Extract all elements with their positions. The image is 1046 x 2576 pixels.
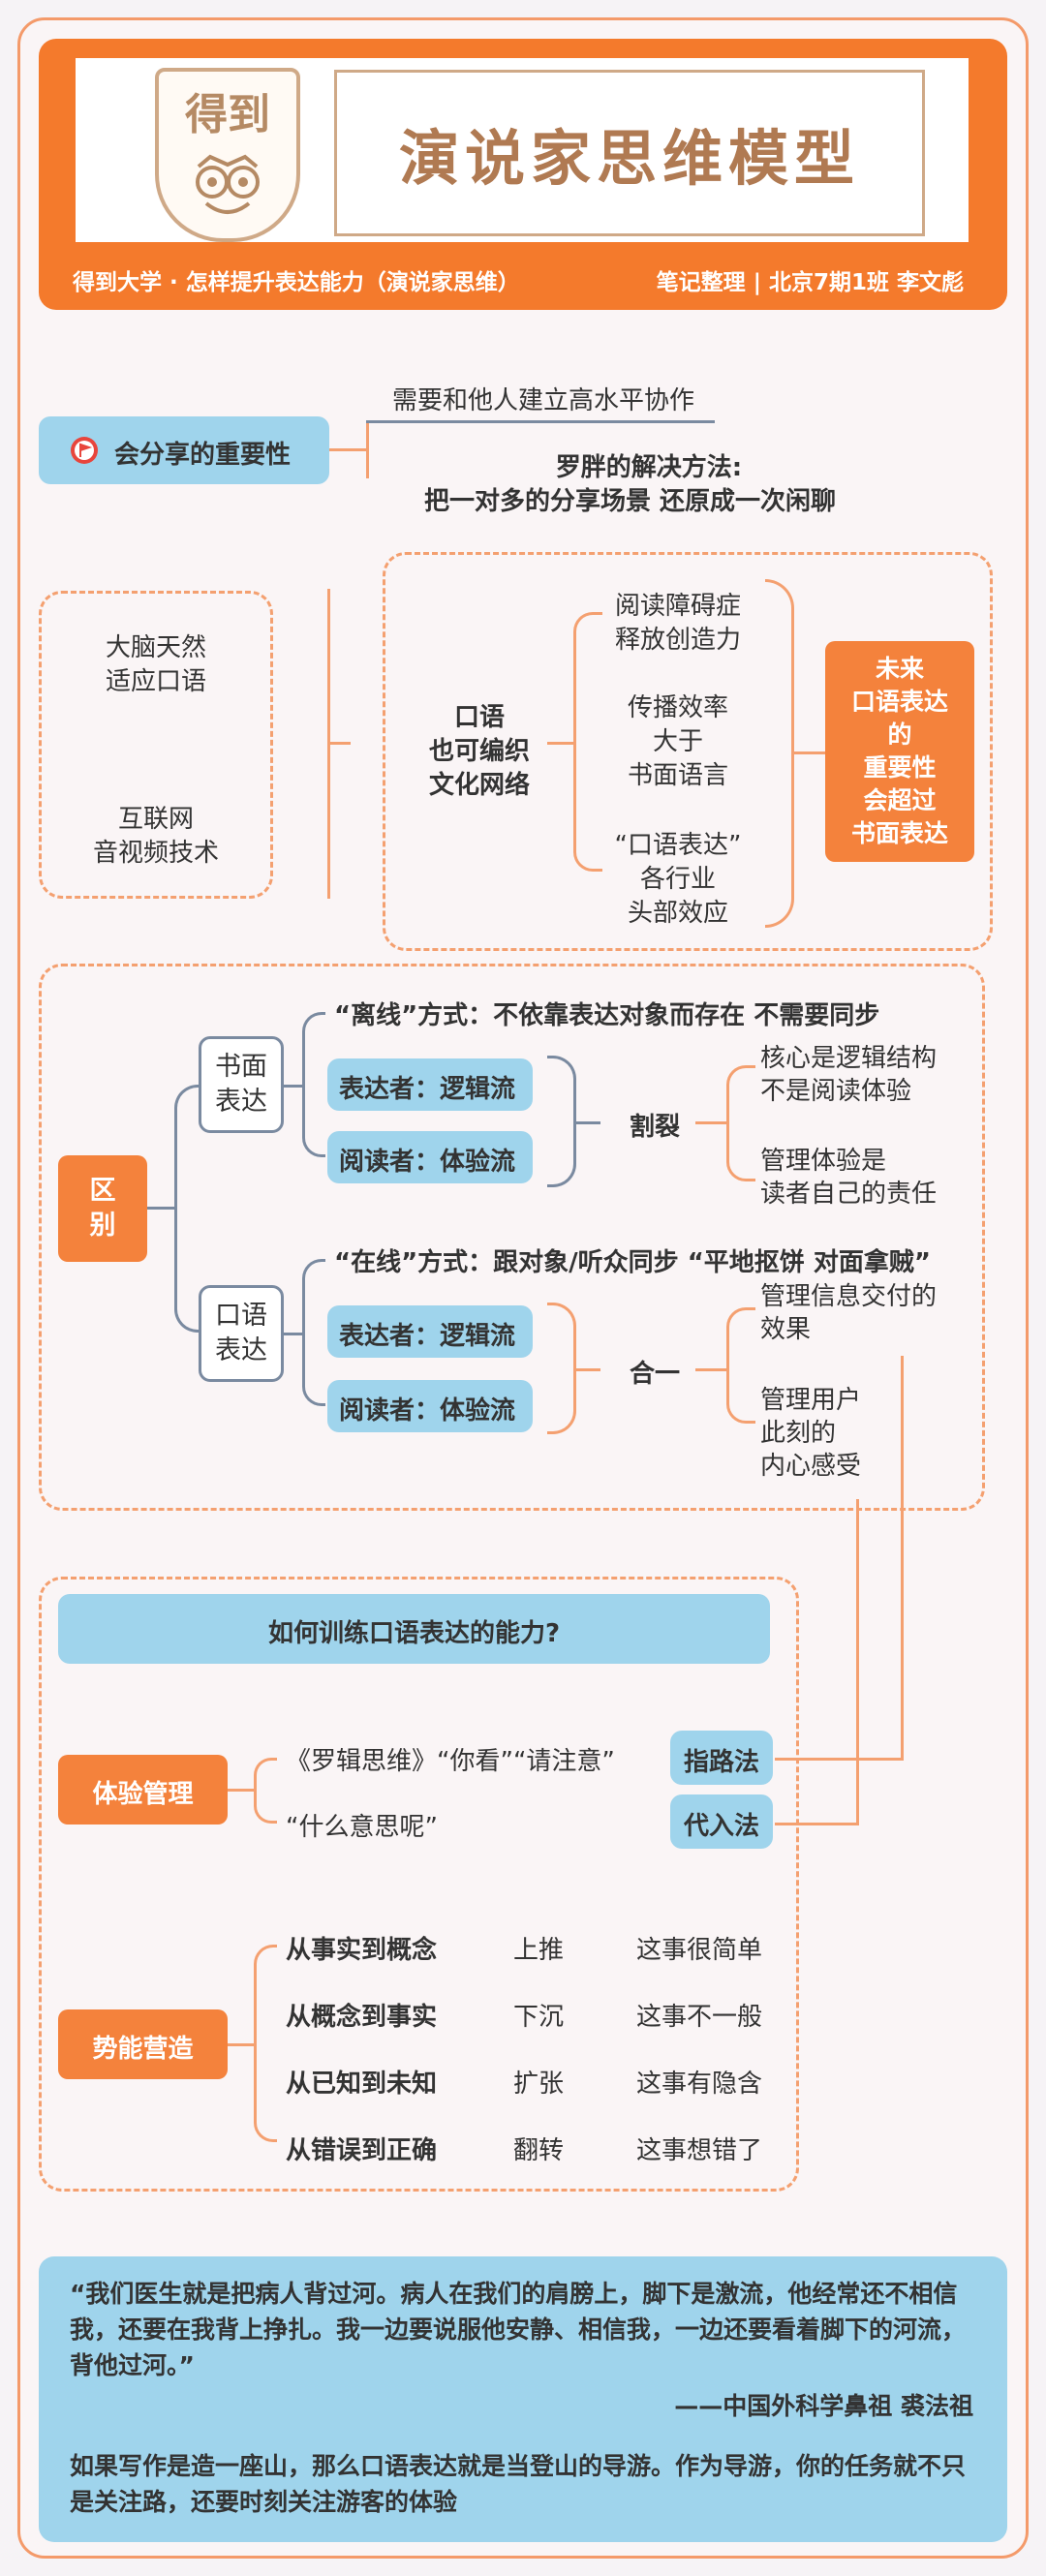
center-line-a: 口语: [453, 703, 505, 732]
course-caption: 得到大学 · 怎样提升表达能力（演说家思维）: [73, 270, 520, 295]
conclusion-line-3: 的: [887, 721, 912, 749]
potential-row-4-b: 翻转: [513, 2136, 565, 2165]
section1-label: 会分享的重要性: [114, 441, 292, 470]
potential-row-3-c: 这事有隐含: [636, 2070, 763, 2099]
cause1-line-b: 适应口语: [105, 667, 206, 696]
potential-row-2-b: 下沉: [513, 2003, 565, 2032]
written-mode: “离线”方式：不依靠表达对象而存在 不需要同步: [334, 1001, 880, 1030]
title-box: 演说家思维模型: [334, 70, 925, 236]
page-title: 演说家思维模型: [398, 123, 860, 194]
split-label: 割裂: [630, 1113, 681, 1142]
merge-note1-b: 效果: [760, 1315, 812, 1344]
potential-row-2-a: 从概念到事实: [286, 2003, 438, 2032]
branch3-line-b: 各行业: [639, 865, 716, 894]
owl-icon: [196, 154, 260, 214]
logo-text: 得到: [185, 90, 270, 139]
method-substitute: 代入法: [670, 1794, 773, 1849]
experience-management-label: 体验管理: [58, 1755, 228, 1825]
section2-causes-box: [39, 591, 273, 899]
author-caption: 笔记整理 | 北京7期1班 李文彪: [656, 270, 964, 295]
section1-line3: 把一对多的分享场景 还原成一次闲聊: [424, 487, 837, 516]
potential-row-3-a: 从已知到未知: [286, 2070, 438, 2099]
oral-expresser-pill: 表达者：逻辑流: [327, 1305, 533, 1358]
section3-box: [39, 964, 985, 1511]
potential-building-label: 势能营造: [58, 2009, 228, 2079]
branch2-line-c: 书面语言: [627, 761, 728, 790]
training-question: 如何训练口语表达的能力?: [58, 1594, 770, 1664]
potential-row-4-a: 从错误到正确: [286, 2136, 438, 2165]
split-note2-a: 管理体验是: [760, 1147, 887, 1176]
section1-line1: 需要和他人建立高水平协作: [392, 386, 695, 415]
split-note1-a: 核心是逻辑结构: [760, 1044, 938, 1073]
branch2-line-a: 传播效率: [627, 693, 728, 722]
merge-note1-a: 管理信息交付的: [760, 1282, 938, 1311]
written-reader-pill: 阅读者：体验流: [327, 1131, 533, 1183]
experience-line-2: “什么意思呢”: [286, 1813, 438, 1842]
cause1-line-a: 大脑天然: [105, 633, 206, 662]
oral-expression-box: 口语表达: [199, 1285, 284, 1382]
branch2-line-b: 大于: [652, 727, 703, 756]
conclusion-line-1: 未来: [875, 655, 924, 683]
quote-panel: [39, 2256, 1007, 2542]
center-line-c: 文化网络: [428, 771, 530, 800]
conclusion-box: 未来 口语表达 的 重要性 会超过 书面表达: [825, 641, 974, 862]
section2-main-box: [383, 552, 993, 951]
potential-row-4-c: 这事想错了: [636, 2136, 763, 2165]
closing-remark: 如果写作是造一座山，那么口语表达就是当登山的导游。作为导游，你的任务就不只是关注…: [70, 2452, 967, 2516]
split-note2-b: 读者自己的责任: [760, 1180, 938, 1209]
cause2-line-b: 音视频技术: [92, 839, 219, 868]
surgeon-quote: “我们医生就是把病人背过河。病人在我们的肩膀上，脚下是激流，他经常还不相信我，还…: [70, 2280, 967, 2379]
flag-icon: [71, 437, 98, 464]
oral-reader-pill: 阅读者：体验流: [327, 1380, 533, 1432]
written-expresser-pill: 表达者：逻辑流: [327, 1058, 533, 1111]
merge-note2-a: 管理用户: [760, 1386, 862, 1415]
potential-row-1-b: 上推: [513, 1936, 565, 1965]
written-expression-box: 书面表达: [199, 1036, 284, 1133]
oral-mode: “在线”方式：跟对象/听众同步 “平地抠饼 对面拿贼”: [334, 1248, 931, 1277]
cause2-line-a: 互联网: [117, 805, 194, 834]
merge-note2-c: 内心感受: [760, 1452, 862, 1481]
conclusion-line-2: 口语表达: [850, 688, 948, 716]
difference-label: 区 别: [58, 1155, 147, 1262]
method-pointer: 指路法: [670, 1731, 773, 1785]
conclusion-line-5: 会超过: [863, 786, 937, 814]
split-note1-b: 不是阅读体验: [760, 1077, 912, 1106]
section4-box: [39, 1577, 799, 2192]
quote-author: ——中国外科学鼻祖 裘法祖: [674, 2392, 973, 2420]
branch1-line-b: 释放创造力: [614, 626, 741, 655]
merge-label: 合一: [630, 1360, 681, 1389]
branch3-line-a: “口语表达”: [614, 831, 742, 860]
branch3-line-c: 头部效应: [627, 899, 728, 928]
section1-line2: 罗胖的解决方法:: [555, 453, 743, 482]
center-line-b: 也可编织: [428, 737, 530, 766]
potential-row-3-b: 扩张: [513, 2070, 565, 2099]
merge-note2-b: 此刻的: [760, 1419, 837, 1448]
branch1-line-a: 阅读障碍症: [614, 592, 741, 621]
conclusion-line-6: 书面表达: [850, 819, 948, 847]
potential-row-2-c: 这事不一般: [636, 2003, 763, 2032]
potential-row-1-c: 这事很简单: [636, 1936, 763, 1965]
experience-line-1: 《罗辑思维》“你看”“请注意”: [286, 1747, 615, 1776]
potential-row-1-a: 从事实到概念: [286, 1936, 438, 1965]
conclusion-line-4: 重要性: [863, 753, 937, 782]
